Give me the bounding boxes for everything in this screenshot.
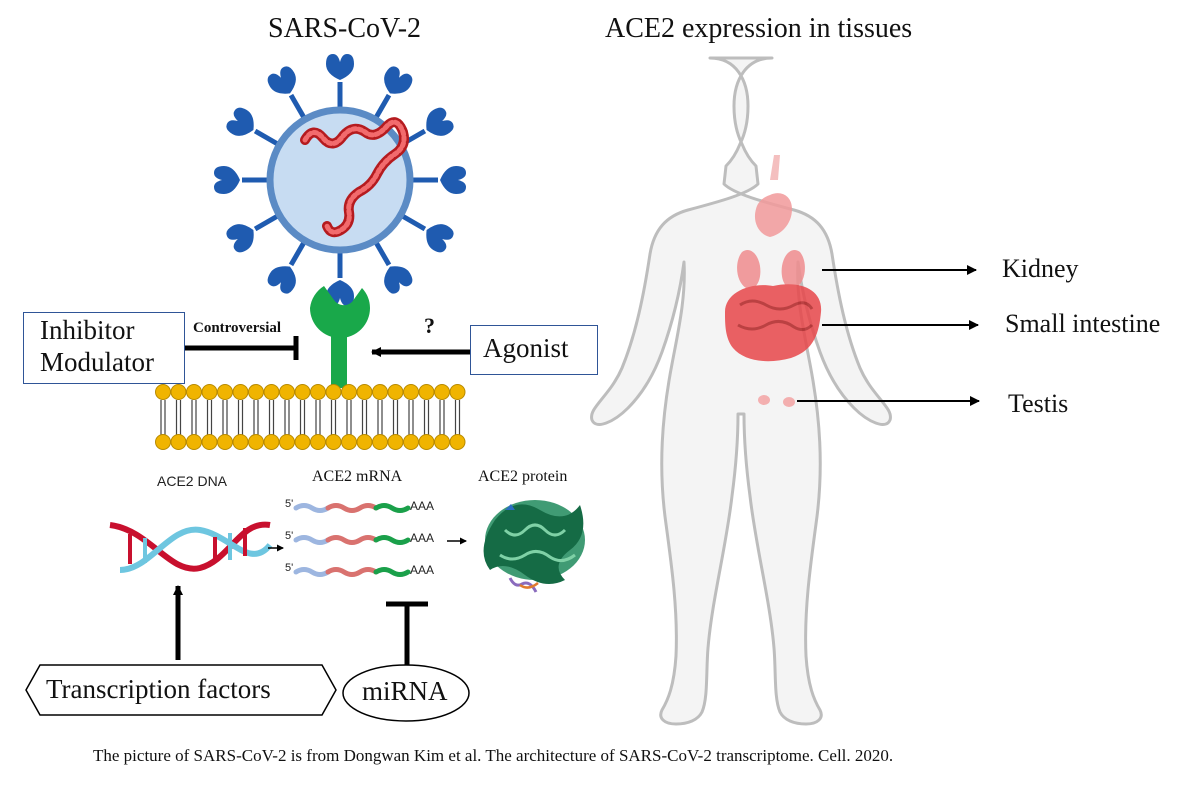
spike-stalk xyxy=(372,93,392,121)
spike-head xyxy=(384,66,413,94)
spike-stalk xyxy=(399,212,427,232)
spike-head xyxy=(426,107,454,136)
organ-label-small-intestine: Small intestine xyxy=(1005,309,1161,338)
mrna-polya-label: AAA xyxy=(410,531,435,545)
ace2-dna-helix-icon xyxy=(109,521,273,573)
ace2-protein-label: ACE2 protein xyxy=(478,468,568,485)
ace2-dna-label: ACE2 DNA xyxy=(157,473,228,489)
spike-stalk xyxy=(372,239,392,267)
transcription-factors-box xyxy=(25,664,337,716)
spike-head xyxy=(226,107,254,136)
spike-stalk xyxy=(288,239,308,267)
spike-stalk xyxy=(253,212,281,232)
spike-stalk xyxy=(253,128,281,148)
agonist-label: Agonist xyxy=(483,333,569,363)
spike-head xyxy=(326,54,354,80)
question-mark: ? xyxy=(424,313,435,338)
virus-title: SARS-CoV-2 xyxy=(268,13,422,44)
sars-cov-2-virus-icon xyxy=(214,54,466,306)
mrna-5prime-label: 5' xyxy=(285,498,294,510)
mrna-5prime-label: 5' xyxy=(285,530,294,542)
agonist-box: Agonist xyxy=(470,325,598,375)
mirna-label: miRNA xyxy=(362,676,448,706)
controversial-label: Controversial xyxy=(193,320,282,336)
modulator-label: Modulator xyxy=(40,347,154,377)
inhibitor-label: Inhibitor xyxy=(40,315,135,345)
organ-label-testis: Testis xyxy=(1008,389,1069,418)
ace2-protein-structure-icon xyxy=(483,500,585,593)
tissues-title: ACE2 expression in tissues xyxy=(605,13,913,44)
inhibitor-modulator-box: Inhibitor Modulator xyxy=(23,312,185,384)
figure-caption: The picture of SARS-CoV-2 is from Dongwa… xyxy=(93,746,894,765)
mrna-polya-label: AAA xyxy=(410,499,435,513)
human-body-silhouette-icon xyxy=(590,56,892,726)
mirna-ellipse xyxy=(342,664,470,722)
organ-label-kidney: Kidney xyxy=(1002,254,1079,283)
spike-head xyxy=(384,266,413,294)
transcription-factors-label: Transcription factors xyxy=(46,674,271,704)
organs-highlight xyxy=(725,155,822,407)
spike-head xyxy=(267,266,296,294)
ace2-receptor-icon xyxy=(310,286,370,388)
mrna-polya-label: AAA xyxy=(410,563,435,577)
spike-head xyxy=(267,66,296,94)
mirna-inhibition-line xyxy=(386,601,428,665)
mrna-5prime-label: 5' xyxy=(285,562,294,574)
spike-head xyxy=(426,224,454,253)
inhibition-line-controversial xyxy=(185,336,299,360)
ace2-mrna-label: ACE2 mRNA xyxy=(312,468,403,485)
spike-head xyxy=(214,166,240,194)
spike-head xyxy=(440,166,466,194)
spike-head xyxy=(226,224,254,253)
ace2-mrna-strands xyxy=(293,503,411,577)
spike-stalk xyxy=(288,93,308,121)
cell-membrane-bilayer xyxy=(155,384,466,450)
